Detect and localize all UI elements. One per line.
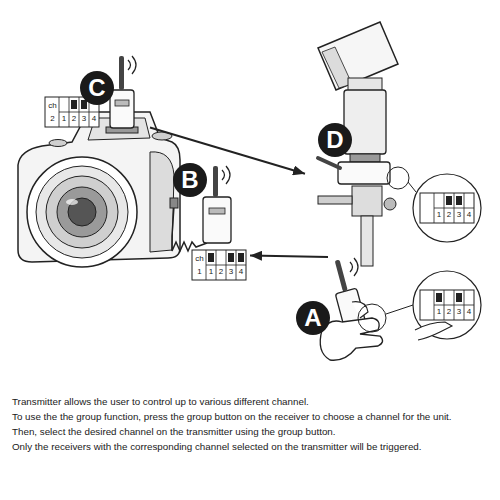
switch-number: 4 (236, 266, 246, 277)
trigger-cable (172, 206, 207, 251)
antenna (318, 158, 340, 168)
radio-waves (128, 56, 136, 74)
lens-highlight (66, 199, 78, 205)
device-area: D (305, 140, 400, 236)
switch-toggle (436, 293, 442, 302)
switch-number: 1 (59, 113, 69, 124)
panel-grid (434, 193, 474, 223)
callout-letter: D (318, 123, 352, 157)
antenna (119, 56, 124, 90)
camera-lens (57, 187, 107, 237)
dip-switch-panel (420, 193, 474, 223)
callout-letter: C (80, 71, 114, 105)
signal-arrow (150, 127, 305, 173)
signal-arrow (250, 256, 328, 258)
radio-waves (222, 166, 230, 184)
transmitter (110, 56, 136, 128)
switch-toggle (238, 253, 244, 262)
camera-lens (27, 157, 137, 267)
panel-grid (206, 250, 246, 280)
device-area: A (328, 235, 375, 280)
channel-number: 1 (193, 266, 206, 277)
camera-dial (152, 132, 172, 140)
antenna (335, 260, 348, 292)
camera-lens (46, 176, 118, 248)
thumb (352, 302, 368, 318)
panel-grid (434, 290, 474, 320)
flash-unit (318, 22, 481, 266)
magnifier-circle (413, 174, 481, 242)
switch-toggle (208, 253, 214, 262)
dip-switch-panel (420, 290, 474, 320)
channel-number: 2 (46, 113, 59, 124)
switch-toggle (228, 253, 234, 262)
switch-toggle (71, 100, 77, 109)
switch-number: 3 (454, 306, 464, 317)
panel-frame (192, 250, 246, 280)
switch-number: 2 (444, 209, 454, 220)
channel-label: ch (193, 253, 206, 264)
finger (415, 322, 452, 340)
channel-label: ch (46, 100, 59, 111)
zoom-marker (358, 304, 386, 332)
panel-frame (420, 193, 474, 223)
umbrella-tube (318, 196, 352, 204)
handheld-transmitter (320, 257, 481, 360)
receiver-button (209, 208, 225, 214)
magnifier-circle (413, 271, 481, 339)
leader-line (408, 182, 416, 192)
instruction-text: To use the the group function, press the… (12, 411, 452, 423)
leader-line (386, 305, 413, 314)
switch-number: 1 (206, 266, 216, 277)
switch-number: 1 (434, 306, 444, 317)
camera (18, 112, 180, 267)
panel-frame (420, 290, 474, 320)
callout-letter: A (296, 301, 330, 335)
hand (320, 318, 382, 360)
zoom-marker (387, 167, 409, 189)
dip-switch-panel (192, 250, 246, 280)
radio-waves (350, 258, 358, 276)
instruction-text: Transmitter allows the user to control u… (12, 396, 309, 408)
transmitter-body (110, 90, 134, 128)
umbrella-bracket (352, 186, 382, 216)
switch-toggle (456, 196, 462, 205)
device-area: C (100, 90, 150, 150)
receiver-body (203, 197, 231, 243)
switch-number: 2 (216, 266, 226, 277)
camera-dial (49, 140, 67, 147)
antenna (213, 166, 218, 197)
cable-plug (170, 198, 178, 208)
switch-number: 3 (79, 113, 89, 124)
switch-number: 1 (434, 209, 444, 220)
switch-toggle (456, 293, 462, 302)
bracket-knob (384, 198, 396, 210)
receiver-body (338, 162, 390, 184)
transmitter-button (115, 100, 129, 106)
instruction-text: Only the receivers with the correspondin… (12, 441, 422, 453)
switch-number: 4 (464, 306, 474, 317)
switch-number: 4 (89, 113, 99, 124)
flash-foot (350, 154, 380, 162)
switch-number: 3 (454, 209, 464, 220)
callout-letter: B (173, 163, 207, 197)
light-stand (361, 216, 373, 266)
switch-number: 2 (69, 113, 79, 124)
switch-number: 4 (464, 209, 474, 220)
camera-lens (36, 166, 128, 258)
switch-number: 3 (226, 266, 236, 277)
instruction-text: Then, select the desired channel on the … (12, 426, 336, 438)
switch-toggle (446, 196, 452, 205)
switch-number: 2 (444, 306, 454, 317)
